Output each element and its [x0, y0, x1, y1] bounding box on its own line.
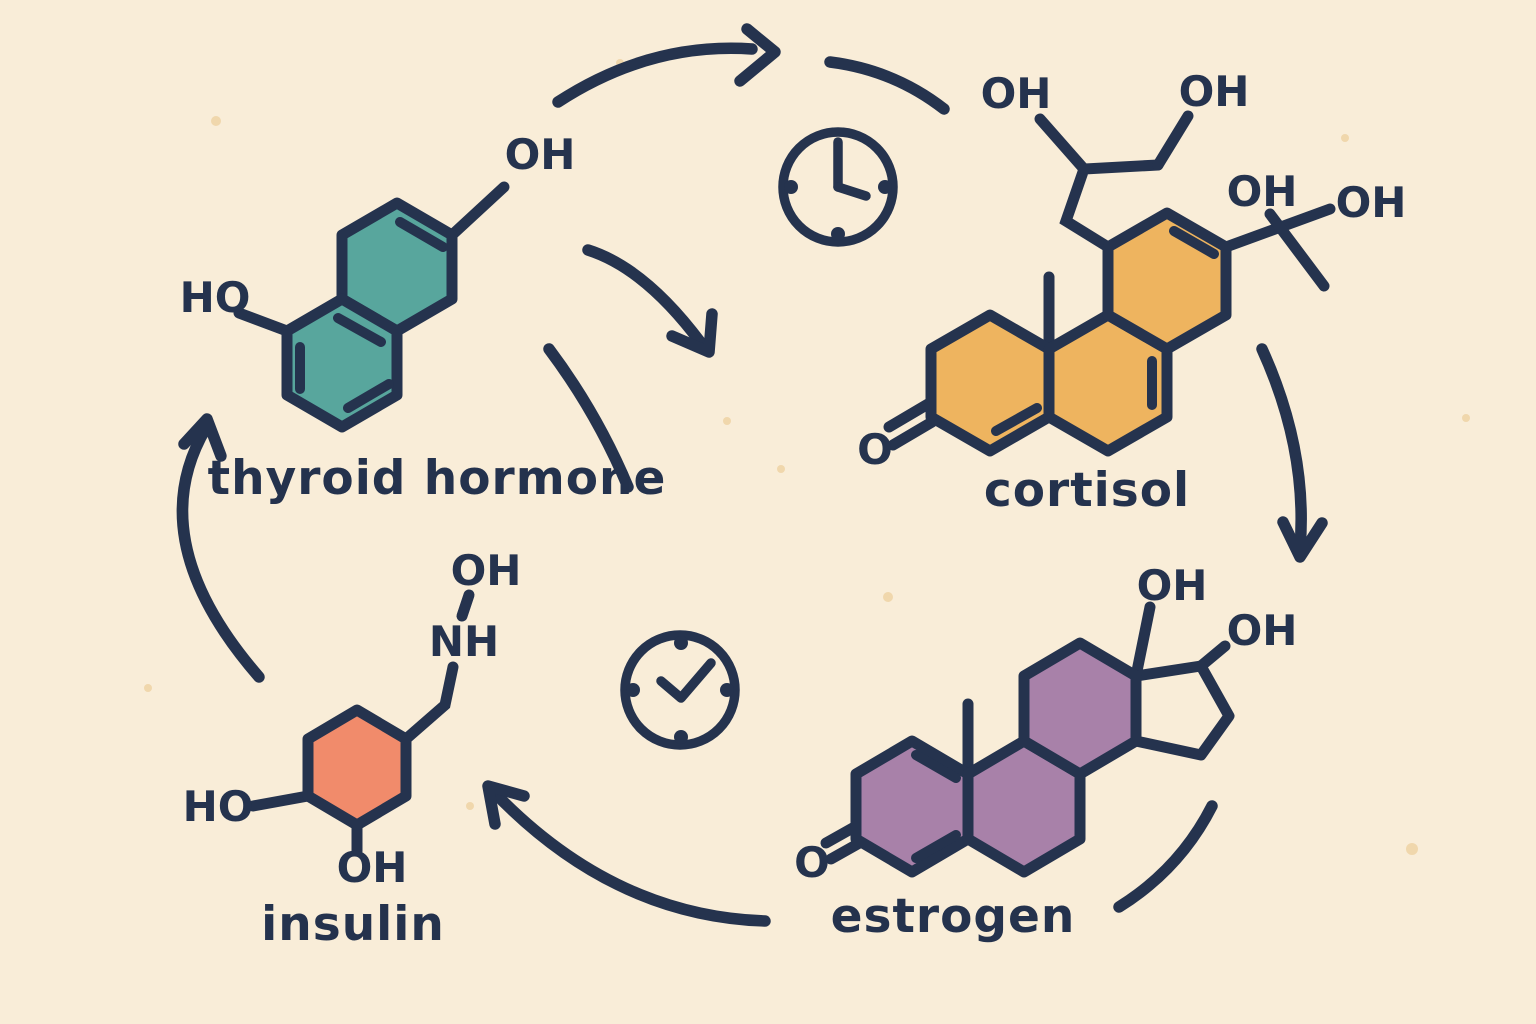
bond-oh: [446, 181, 510, 241]
bond-ho: [233, 307, 293, 337]
clock-check-icon: [620, 630, 740, 750]
clock-icon: [778, 127, 898, 247]
arrow-estrogen-to-insulin-icon: [482, 780, 771, 927]
arrow-cortisol-to-estrogen-icon: [1256, 343, 1328, 563]
double-bond: [911, 750, 961, 783]
cortisol-name-label: cortisol: [984, 463, 1190, 518]
insulin-structure: OH NH HO OH insulin: [183, 546, 522, 952]
arc-clock-to-cortisol: [824, 56, 950, 115]
ketone-o-label: O: [857, 425, 893, 474]
double-bond: [1169, 226, 1219, 259]
oh-label: OH: [1179, 67, 1250, 116]
nh-label: NH: [429, 617, 499, 666]
arc-center-small: [543, 343, 634, 493]
arrowhead-icon: [178, 413, 227, 462]
arrow-insulin-to-thyroid-icon: [176, 413, 265, 683]
oh-label: OH: [337, 843, 408, 892]
oh-label: OH: [505, 130, 576, 179]
ketone-double-bond: [883, 398, 934, 433]
estrogen-ring-upper: [1018, 637, 1142, 780]
arrowhead-icon: [666, 308, 718, 358]
arc-estrogen-tail: [1113, 800, 1218, 913]
ketone-o-label: O: [794, 838, 830, 887]
check-mark-icon: [656, 658, 716, 703]
oh-label: OH: [1227, 167, 1298, 216]
arrow-center-down-right-icon: [582, 244, 718, 358]
estrogen-structure: OH OH O estrogen: [794, 561, 1297, 944]
bond-oh: [1264, 208, 1330, 292]
oh-label: OH: [1137, 561, 1208, 610]
arrowhead-icon: [1277, 516, 1328, 563]
ho-label: HO: [183, 782, 254, 831]
insulin-name-label: insulin: [261, 897, 445, 952]
thyroid-structure: OH HO thyroid hormone: [180, 130, 667, 506]
ketone-double-bond: [887, 416, 938, 451]
background-speckles: [144, 59, 1470, 855]
oh-label: OH: [1336, 178, 1407, 227]
bond-oh: [1152, 110, 1194, 171]
estrogen-name-label: estrogen: [831, 889, 1076, 944]
ho-label: HO: [180, 273, 251, 322]
side-chain: [1059, 159, 1164, 253]
double-bond: [343, 379, 394, 413]
oh-label: OH: [451, 546, 522, 595]
cortisol-structure: OH OH OH OH O cortisol: [857, 67, 1406, 518]
cortisol-ring-upper: [1102, 207, 1232, 355]
double-bond: [333, 313, 386, 347]
insulin-ring: [302, 704, 412, 831]
arrowhead-icon: [482, 780, 530, 830]
double-bond: [991, 403, 1042, 436]
oh-label: OH: [1227, 606, 1298, 655]
bond-oh: [1130, 601, 1156, 682]
side-chain: [400, 661, 459, 745]
bond-oh: [1034, 113, 1090, 175]
double-bond: [911, 830, 961, 863]
arrow-thyroid-to-cortisol-icon: [552, 23, 781, 108]
bond-ho: [247, 790, 314, 812]
cycle-arrows: [176, 23, 1328, 927]
arrowhead-icon: [734, 23, 781, 87]
cortisol-ring-left: [925, 309, 1055, 457]
estrogen-ring-left: [850, 735, 974, 878]
bond-nh-oh: [456, 589, 475, 622]
estrogen-cyclopentane-ring: [1130, 660, 1235, 761]
clock-hour-hand: [833, 182, 871, 201]
double-bond: [395, 217, 448, 252]
thyroid-name-label: thyroid hormone: [208, 451, 667, 506]
oh-label: OH: [981, 69, 1052, 118]
